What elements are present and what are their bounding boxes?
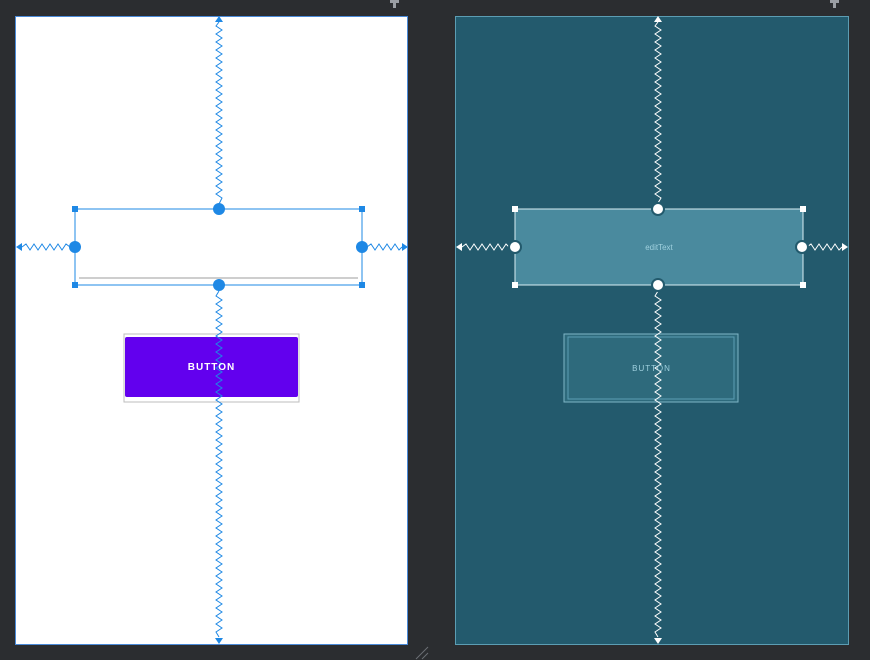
anchor-top[interactable] [651, 202, 665, 216]
anchor-right[interactable] [356, 241, 368, 253]
design-button-outline [123, 333, 300, 403]
blueprint-bottom-constraint[interactable] [654, 290, 662, 638]
resize-handle-tr[interactable] [359, 206, 365, 212]
design-top-arrow [215, 16, 223, 22]
blueprint-surface[interactable] [455, 16, 849, 645]
design-button[interactable] [125, 337, 298, 397]
design-top-constraint[interactable] [215, 21, 223, 205]
blueprint-edittext-label: editText [645, 243, 673, 252]
design-left-arrow [16, 243, 22, 251]
blueprint-left-constraint[interactable] [461, 243, 510, 251]
anchor-bottom[interactable] [651, 278, 665, 292]
resize-handle-tr[interactable] [800, 206, 806, 212]
anchor-left[interactable] [69, 241, 81, 253]
anchor-bottom[interactable] [213, 279, 225, 291]
anchor-top[interactable] [213, 203, 225, 215]
anchor-left[interactable] [508, 240, 522, 254]
resize-handle-bl[interactable] [512, 282, 518, 288]
blueprint-top-arrow [654, 16, 662, 22]
resize-handle-bl[interactable] [72, 282, 78, 288]
pin-icon[interactable] [830, 0, 839, 8]
design-surface[interactable] [15, 16, 408, 645]
blueprint-right-constraint[interactable] [806, 243, 843, 251]
design-right-constraint[interactable] [366, 243, 403, 251]
design-edittext-selection[interactable] [74, 208, 363, 286]
resize-handle-br[interactable] [800, 282, 806, 288]
design-bottom-constraint[interactable] [215, 290, 223, 638]
resize-handle-tl[interactable] [72, 206, 78, 212]
design-button-label: BUTTON [187, 361, 236, 373]
anchor-right[interactable] [795, 240, 809, 254]
design-right-arrow [402, 243, 408, 251]
blueprint-button-inner [567, 336, 735, 400]
design-left-constraint[interactable] [21, 243, 71, 251]
blueprint-bottom-arrow [654, 638, 662, 644]
resize-grip[interactable] [415, 646, 429, 660]
resize-handle-br[interactable] [359, 282, 365, 288]
blueprint-button-outer[interactable] [563, 333, 739, 403]
blueprint-left-arrow [456, 243, 462, 251]
blueprint-top-constraint[interactable] [654, 21, 662, 204]
resize-handle-tl[interactable] [512, 206, 518, 212]
resize-grip [421, 652, 429, 660]
design-bottom-arrow [215, 638, 223, 644]
blueprint-right-arrow [842, 243, 848, 251]
pin-icon[interactable] [390, 0, 399, 8]
blueprint-button-label: BUTTON [632, 364, 671, 373]
